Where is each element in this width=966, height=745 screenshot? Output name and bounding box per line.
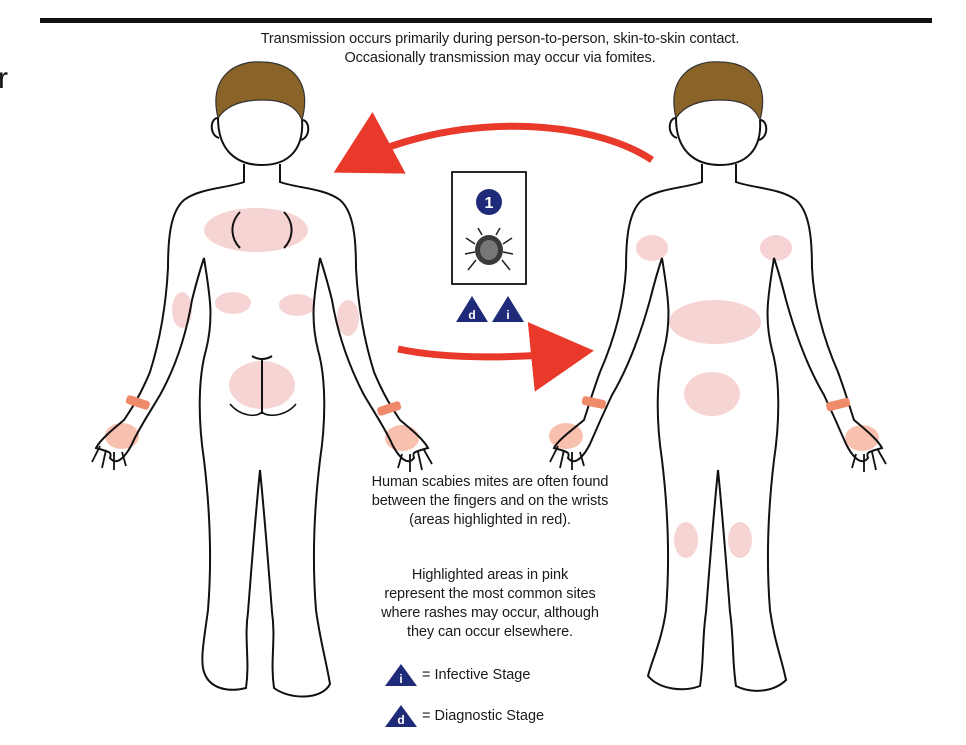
legend-infective-stage: i = Infective Stage	[384, 663, 530, 687]
wrist-band-left	[581, 396, 607, 409]
rash-knee-right	[728, 522, 752, 558]
legend-infective-label: = Infective Stage	[422, 667, 531, 683]
rash-note-line-2: represent the most common sites	[384, 586, 596, 602]
stage-box: 1	[451, 171, 527, 285]
rash-groin	[684, 372, 740, 416]
rash-armpit-right	[760, 235, 792, 261]
figure-back-view	[91, 61, 433, 698]
top-rule	[40, 18, 932, 23]
rash-waist	[669, 300, 761, 344]
rash-armpit-left	[636, 235, 668, 261]
diagnostic-badge-letter: d	[468, 308, 475, 322]
hair	[673, 61, 764, 122]
header-line-2: Occasionally transmission may occur via …	[344, 50, 656, 66]
wrist-band-right	[826, 397, 851, 412]
rash-knee-left	[674, 522, 698, 558]
legend-infective-symbol: i	[399, 672, 402, 686]
rash-location-note: Highlighted areas in pink represent the …	[330, 566, 650, 642]
infective-triangle-icon: i	[385, 664, 417, 686]
rash-waist-left	[215, 292, 251, 314]
diagnostic-triangle-icon: d	[385, 705, 417, 727]
rash-hand-left	[105, 423, 139, 449]
rash-elbow-left	[172, 292, 192, 328]
mite-icon	[464, 227, 514, 271]
head-outline	[217, 117, 304, 167]
arrow-transmission-right	[397, 322, 594, 392]
legend-diagnostic-stage: d = Diagnostic Stage	[384, 704, 544, 728]
mite-location-note: Human scabies mites are often found betw…	[320, 473, 660, 530]
rash-waist-right	[279, 294, 315, 316]
wrist-band-left	[125, 395, 150, 410]
stage-box-frame	[451, 171, 527, 285]
rash-elbow-right	[337, 300, 359, 336]
rash-note-line-1: Highlighted areas in pink	[411, 567, 569, 583]
infective-badge-letter: i	[506, 308, 509, 322]
stage-number: 1	[485, 195, 494, 212]
figure-front-view	[549, 61, 887, 692]
diagnostic-stage-badge: d	[456, 296, 488, 322]
legend-diagnostic-label: = Diagnostic Stage	[422, 708, 545, 724]
body-outline	[552, 164, 884, 692]
rash-note-line-4: they can occur elsewhere.	[407, 624, 573, 640]
wrist-band-right	[377, 401, 402, 416]
rash-note-line-3: where rashes may occur, although	[381, 605, 599, 621]
rash-shoulder-blades	[204, 208, 308, 252]
arrow-transmission-left	[333, 111, 654, 174]
mite-note-line-2: between the fingers and on the wrists	[371, 493, 609, 509]
rash-hand-right	[845, 425, 879, 451]
mite-note-line-3: (areas highlighted in red).	[409, 512, 571, 528]
legend-diagnostic-symbol: d	[397, 713, 404, 727]
infective-stage-badge: i	[492, 296, 524, 322]
header-line-1: Transmission occurs primarily during per…	[260, 31, 740, 47]
rash-hand-right	[385, 425, 419, 451]
body-outline	[94, 164, 430, 698]
header-caption: Transmission occurs primarily during per…	[150, 30, 850, 68]
head-outline	[675, 117, 762, 167]
mite-note-line-1: Human scabies mites are often found	[371, 474, 609, 490]
stage-number-badge	[476, 189, 502, 215]
edge-cutoff-text: r	[0, 62, 8, 95]
hair	[215, 61, 306, 122]
